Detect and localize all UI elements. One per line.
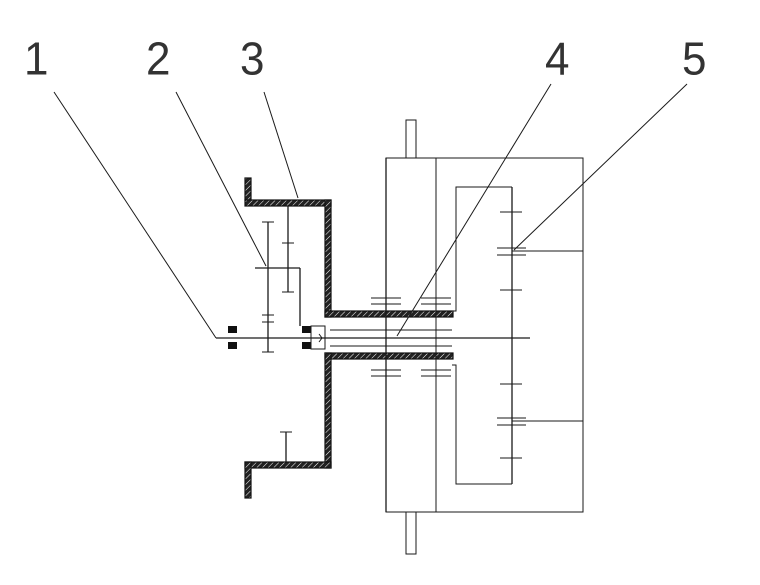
ring-gear bbox=[452, 186, 513, 485]
planet-gear-upper bbox=[497, 211, 583, 291]
callout-1: 1 bbox=[24, 33, 49, 86]
housing-upper bbox=[244, 177, 454, 318]
main-shaft bbox=[216, 329, 530, 347]
planet-gear-lower bbox=[497, 383, 583, 459]
callout-5: 5 bbox=[682, 33, 707, 86]
leader-lines bbox=[53, 83, 688, 339]
callout-4: 4 bbox=[545, 33, 570, 86]
callout-3: 3 bbox=[240, 33, 265, 86]
bearing-mid bbox=[302, 325, 326, 350]
planet-carrier bbox=[371, 119, 584, 555]
input-gear-train bbox=[255, 206, 301, 462]
callout-2: 2 bbox=[146, 33, 171, 86]
housing-lower bbox=[244, 352, 454, 499]
bearing-left bbox=[228, 326, 237, 349]
